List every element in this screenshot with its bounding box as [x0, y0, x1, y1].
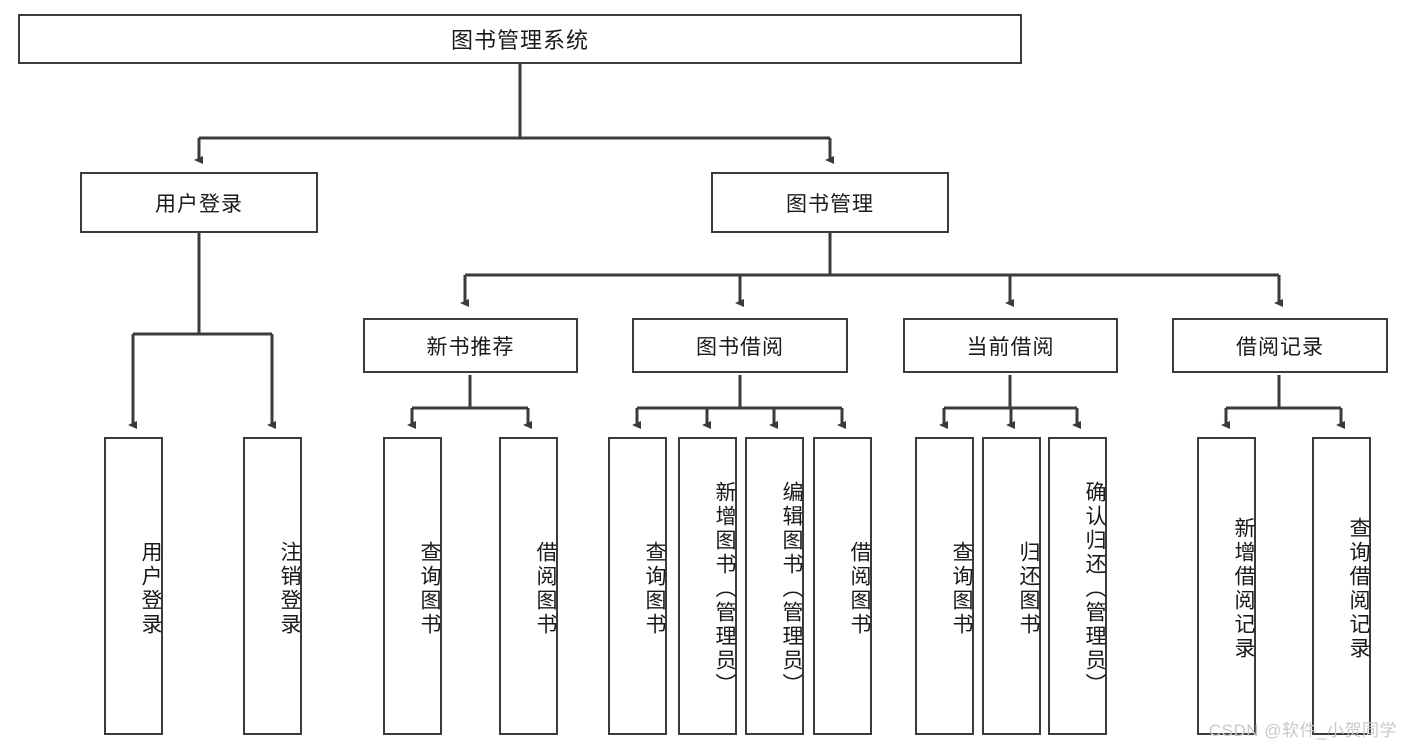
leaf-current-borrow-return-book[interactable]: 归还图书	[982, 437, 1041, 735]
leaf-current-borrow-confirm-return-admin[interactable]: 确认归还（管理员）	[1048, 437, 1107, 735]
leaf-borrow-record-add-record[interactable]: 新增借阅记录	[1197, 437, 1256, 735]
node-book-management[interactable]: 图书管理	[711, 172, 949, 233]
leaf-new-book-borrow-book[interactable]: 借阅图书	[499, 437, 558, 735]
leaf-book-borrow-edit-book-admin[interactable]: 编辑图书（管理员）	[745, 437, 804, 735]
node-borrow-record[interactable]: 借阅记录	[1172, 318, 1388, 373]
node-book-borrow[interactable]: 图书借阅	[632, 318, 848, 373]
node-user-login[interactable]: 用户登录	[80, 172, 318, 233]
node-current-borrow[interactable]: 当前借阅	[903, 318, 1118, 373]
csdn-watermark: CSDN @软件_小贺同学	[1208, 721, 1397, 740]
node-root-system[interactable]: 图书管理系统	[18, 14, 1022, 64]
leaf-current-borrow-query-book[interactable]: 查询图书	[915, 437, 974, 735]
leaf-new-book-query-book[interactable]: 查询图书	[383, 437, 442, 735]
leaf-borrow-record-query-record[interactable]: 查询借阅记录	[1312, 437, 1371, 735]
leaf-book-borrow-borrow-book[interactable]: 借阅图书	[813, 437, 872, 735]
leaf-book-borrow-query-book[interactable]: 查询图书	[608, 437, 667, 735]
leaf-user-login-login[interactable]: 用户登录	[104, 437, 163, 735]
leaf-user-login-logout[interactable]: 注销登录	[243, 437, 302, 735]
node-new-book-recommend[interactable]: 新书推荐	[363, 318, 578, 373]
leaf-book-borrow-add-book-admin[interactable]: 新增图书（管理员）	[678, 437, 737, 735]
